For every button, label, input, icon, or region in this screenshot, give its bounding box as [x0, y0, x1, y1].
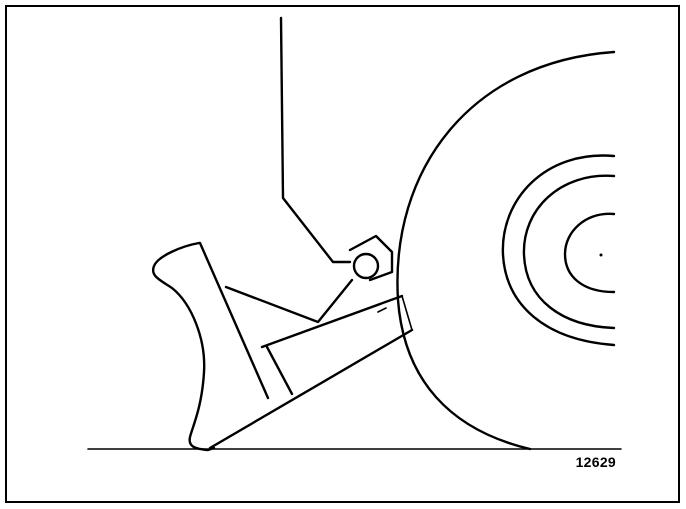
- wheel-axle-dot: [599, 253, 603, 257]
- hitch-bracket: [348, 234, 394, 282]
- wheel-hub-center: [563, 212, 616, 294]
- blade-support: [198, 241, 270, 400]
- frame-crossbar: [265, 345, 294, 396]
- hitch-pin: [352, 252, 380, 280]
- tractor-body-outline: [279, 16, 352, 264]
- plow-blade: [151, 241, 216, 452]
- figure-number: 12629: [575, 454, 616, 470]
- tractor-wheel: [396, 50, 616, 451]
- push-frame-upper: [260, 294, 404, 349]
- figure-border: [5, 5, 680, 503]
- push-frame-end: [401, 295, 413, 331]
- wheel-hub-ring-outer: [501, 154, 616, 347]
- blade-brace: [224, 278, 354, 324]
- frame-short-mark: [377, 307, 387, 313]
- wheel-hub-ring-middle: [522, 174, 616, 330]
- push-frame-lower: [208, 328, 414, 450]
